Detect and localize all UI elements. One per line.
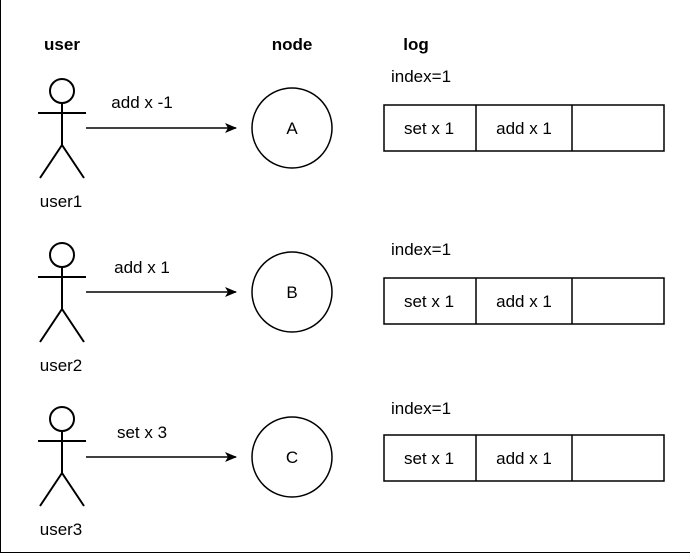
log-entries: set x 1 add x 1 xyxy=(383,104,665,152)
node-label: B xyxy=(286,283,297,302)
action-label: add x -1 xyxy=(111,93,172,112)
log-entries: set x 1 add x 1 xyxy=(383,277,665,325)
column-header-log: log xyxy=(403,35,429,54)
log-entry: add x 1 xyxy=(496,292,552,311)
index-label: index=1 xyxy=(391,399,451,418)
action-label: set x 3 xyxy=(117,423,167,442)
row-user3: user3 set x 3 C index=1 set x 1 add x 1 xyxy=(38,399,665,539)
column-header-user: user xyxy=(44,35,80,54)
user-label: user1 xyxy=(40,192,83,211)
column-header-node: node xyxy=(272,35,313,54)
node-circle xyxy=(251,87,333,169)
log-entry: add x 1 xyxy=(496,119,552,138)
log-entry: set x 1 xyxy=(404,449,454,468)
row-user1: user1 add x -1 A index=1 set x 1 add x 1 xyxy=(38,67,665,211)
index-label: index=1 xyxy=(391,240,451,259)
user-actor-icon xyxy=(38,406,86,507)
row-user2: user2 add x 1 B index=1 set x 1 add x 1 xyxy=(38,240,665,375)
action-label: add x 1 xyxy=(114,258,170,277)
node-circle xyxy=(251,251,333,333)
log-entry: add x 1 xyxy=(496,449,552,468)
log-entry: set x 1 xyxy=(404,292,454,311)
user-actor-icon xyxy=(38,242,86,343)
user-actor-icon xyxy=(38,78,86,179)
user-label: user3 xyxy=(40,520,83,539)
node-label: A xyxy=(286,119,298,138)
node-circle xyxy=(251,416,333,498)
user-label: user2 xyxy=(40,356,83,375)
index-label: index=1 xyxy=(391,67,451,86)
log-entries: set x 1 add x 1 xyxy=(383,434,665,482)
node-label: C xyxy=(286,448,298,467)
log-entry: set x 1 xyxy=(404,119,454,138)
